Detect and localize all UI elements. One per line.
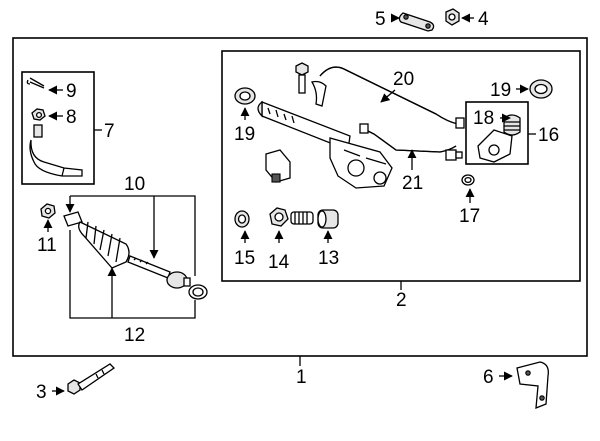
support-bracket-part — [516, 361, 549, 409]
o-ring-part — [461, 174, 475, 186]
tie-rod-end-frame — [21, 71, 95, 185]
callout-20: 20 — [393, 69, 414, 90]
adjuster-nut-part — [269, 207, 289, 227]
callout-12: 12 — [124, 325, 145, 346]
castle-nut-part — [31, 108, 46, 121]
bushing-seal-part — [234, 210, 250, 228]
clamp-bracket-part — [265, 149, 291, 183]
callout-2: 2 — [396, 290, 407, 311]
callout-9: 9 — [66, 81, 77, 102]
boot-clamp-large-part — [188, 284, 208, 300]
callout-21: 21 — [402, 173, 423, 194]
callout-17: 17 — [459, 206, 480, 227]
line-fitting-part — [445, 149, 463, 161]
callout-5: 5 — [375, 9, 386, 30]
outer-tie-rod-end-part — [29, 124, 83, 177]
callout-4: 4 — [478, 9, 489, 30]
boot-clamp-small-part — [63, 211, 83, 227]
callout-19-left: 19 — [234, 124, 255, 145]
rack-bushing-part — [317, 209, 339, 229]
bracket-plate-part — [398, 12, 435, 32]
callout-18: 18 — [473, 108, 494, 129]
mounting-bolt-small-part — [295, 62, 309, 94]
callout-6: 6 — [483, 367, 494, 388]
cotter-pin-part — [26, 77, 45, 89]
rack-seal-right-part — [529, 79, 553, 99]
adjuster-spring-part — [290, 211, 314, 225]
mount-bracket-part — [310, 80, 327, 107]
rack-boot-part — [78, 221, 130, 269]
hex-nut-part — [445, 8, 460, 26]
callout-15: 15 — [234, 248, 255, 269]
rack-seal-left-part — [234, 87, 256, 105]
callout-14: 14 — [268, 252, 290, 273]
callout-13: 13 — [318, 248, 339, 269]
callout-11: 11 — [37, 235, 57, 256]
callout-16: 16 — [538, 125, 559, 146]
callout-8: 8 — [66, 107, 77, 128]
mounting-bolt-long-part — [67, 363, 116, 395]
jam-nut-part — [40, 203, 56, 219]
pressure-line-upper-part — [319, 66, 465, 129]
steering-gear-housing-part — [257, 100, 393, 189]
pressure-line-lower-part — [359, 123, 457, 153]
valve-housing-frame — [465, 101, 529, 165]
callout-3: 3 — [36, 382, 47, 403]
inner-tie-rod-part — [127, 255, 191, 289]
callout-1: 1 — [296, 367, 307, 388]
callout-10: 10 — [124, 174, 145, 195]
callout-19-right: 19 — [490, 80, 511, 101]
callout-7: 7 — [104, 121, 115, 142]
